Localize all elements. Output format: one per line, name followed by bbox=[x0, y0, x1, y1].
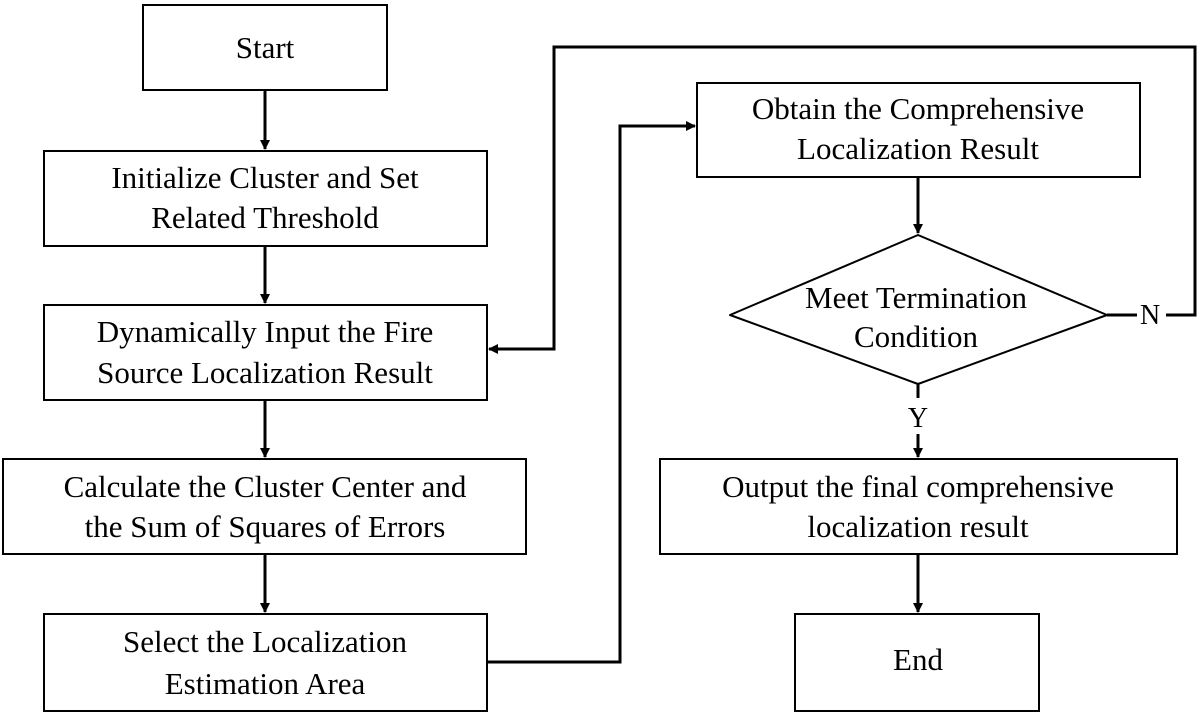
node-initialize-line-1: Initialize Cluster and Set bbox=[111, 160, 419, 195]
node-end: End bbox=[794, 613, 1040, 712]
node-termination-line-2: Condition bbox=[854, 319, 979, 354]
arrow-select-to-obtain bbox=[487, 121, 696, 664]
node-obtain-result-line-1: Obtain the Comprehensive bbox=[752, 91, 1084, 126]
arrow-no-loop-to-input bbox=[488, 45, 1197, 354]
node-dynamic-input-line-2: Source Localization Result bbox=[97, 355, 433, 390]
node-select-area: Select the Localization Estimation Area bbox=[43, 613, 488, 712]
node-start-line-1: Start bbox=[236, 30, 295, 65]
node-calculate: Calculate the Cluster Center and the Sum… bbox=[2, 458, 527, 555]
node-initialize: Initialize Cluster and Set Related Thres… bbox=[43, 150, 488, 247]
node-termination-decision: Meet Termination Condition bbox=[729, 234, 1108, 385]
node-end-line-1: End bbox=[893, 642, 943, 677]
node-output-final-line-1: Output the final comprehensive bbox=[722, 469, 1114, 504]
edge-label-yes-background bbox=[905, 398, 931, 434]
edge-label-yes: Y bbox=[908, 403, 928, 434]
node-output-final: Output the final comprehensive localizat… bbox=[659, 458, 1178, 555]
node-dynamic-input-line-1: Dynamically Input the Fire bbox=[97, 314, 434, 349]
node-obtain-result: Obtain the Comprehensive Localization Re… bbox=[696, 82, 1141, 178]
node-calculate-line-1: Calculate the Cluster Center and bbox=[64, 469, 467, 504]
node-dynamic-input: Dynamically Input the Fire Source Locali… bbox=[43, 304, 488, 401]
node-obtain-result-line-2: Localization Result bbox=[797, 131, 1039, 166]
node-select-area-line-2: Estimation Area bbox=[165, 666, 366, 701]
node-initialize-line-2: Related Threshold bbox=[151, 200, 379, 235]
node-output-final-line-2: localization result bbox=[807, 509, 1029, 544]
node-start: Start bbox=[142, 4, 388, 91]
edge-label-no: N bbox=[1140, 300, 1160, 331]
node-termination-line-1: Meet Termination bbox=[805, 280, 1027, 315]
node-calculate-line-2: the Sum of Squares of Errors bbox=[85, 509, 446, 544]
node-select-area-line-1: Select the Localization bbox=[123, 624, 408, 659]
